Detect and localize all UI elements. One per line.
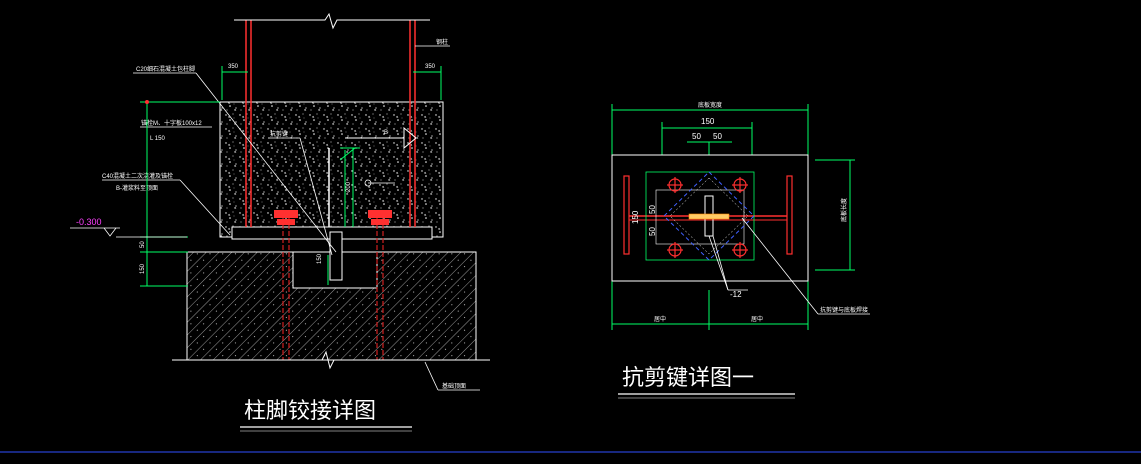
right-dim-label: 底板长度 [840, 198, 848, 222]
bottom-break-line [172, 350, 490, 370]
bolt-nut-right [368, 210, 392, 225]
leader-c20-diag [195, 72, 337, 253]
elevation-marker [103, 227, 117, 237]
column-flange-left [623, 175, 630, 255]
left-50b: 50 [648, 227, 657, 236]
dim-350-right: 350 [425, 64, 436, 70]
label-shear-key: 抗剪键 [270, 130, 288, 138]
leader-shear-key-diag [299, 137, 333, 256]
label-anchor-bolt: 锚栓M、十字板100x12 [141, 119, 202, 127]
bottom-left-label: 居中 [654, 315, 666, 323]
top-dim-label: 底板宽度 [698, 101, 722, 109]
inner-box [645, 171, 755, 261]
dim-50a: 50 [692, 132, 701, 141]
top-break-line [234, 12, 430, 30]
detail2-title: 抗剪键详图一 [622, 366, 754, 391]
shear-key-stiffener [688, 213, 730, 220]
dim-350-left-lines [221, 66, 248, 100]
dim-350-left: 350 [228, 64, 239, 70]
shear-key [329, 231, 343, 281]
elevation-label: -0.300 [76, 217, 102, 227]
left-150: 150 [631, 210, 640, 224]
detail1-title: 柱脚铰接详图 [244, 399, 376, 424]
label-c20-concrete: C20细石混凝土包柱脚 [136, 65, 195, 73]
shear-key-detail: 底板宽度 150 50 50 底板长度 居中 居中 150 50 [611, 101, 870, 399]
leader-c40-diag [179, 179, 231, 236]
bolt-nut-left [274, 210, 298, 225]
leader-plate-b [712, 235, 729, 291]
bottom-right-label: 居中 [751, 315, 763, 323]
dim-start-mark [145, 100, 149, 104]
leader-note-line [741, 217, 819, 315]
dim-150-inner: 150 [317, 253, 323, 264]
dim-350-right-lines [413, 66, 442, 100]
label-c40-grout: C40混凝土二次浇灌及锚栓 [102, 172, 173, 180]
label-l150: L 150 [150, 136, 165, 142]
column-flange-right [786, 175, 793, 255]
left-50a: 50 [648, 205, 657, 214]
leader-foundation [424, 361, 439, 391]
label-b: B [384, 130, 388, 136]
concrete-encasement [219, 101, 444, 238]
dim-150-top: 150 [701, 117, 715, 126]
dim-150-left: 150 [140, 263, 146, 274]
steel-column [245, 20, 416, 227]
dim-50b: 50 [713, 132, 722, 141]
label-grout-note: B-灌浆料至顶面 [116, 184, 158, 192]
leader-note: 抗剪键与底板焊接 [820, 306, 868, 314]
inner-box-2 [655, 189, 745, 245]
label-foundation: 基础顶面 [442, 382, 466, 390]
label-steel-column: 钢柱 [436, 38, 448, 46]
internal-dims [327, 147, 360, 285]
column-base-detail: 350 350 钢柱 C20细石混凝土包柱脚 锚栓M、十字板100x12 L 1… [70, 12, 490, 432]
dim-200: 200 [346, 181, 352, 192]
plate-thickness-label: -12 [730, 290, 742, 299]
dim-50: 50 [140, 241, 146, 248]
anchor-bolt-holes [667, 177, 748, 258]
section-arrow-b [345, 126, 417, 150]
leader-plate-a [708, 235, 729, 291]
anchor-bolts [282, 210, 384, 360]
diagonal-diamond-2 [669, 177, 749, 255]
